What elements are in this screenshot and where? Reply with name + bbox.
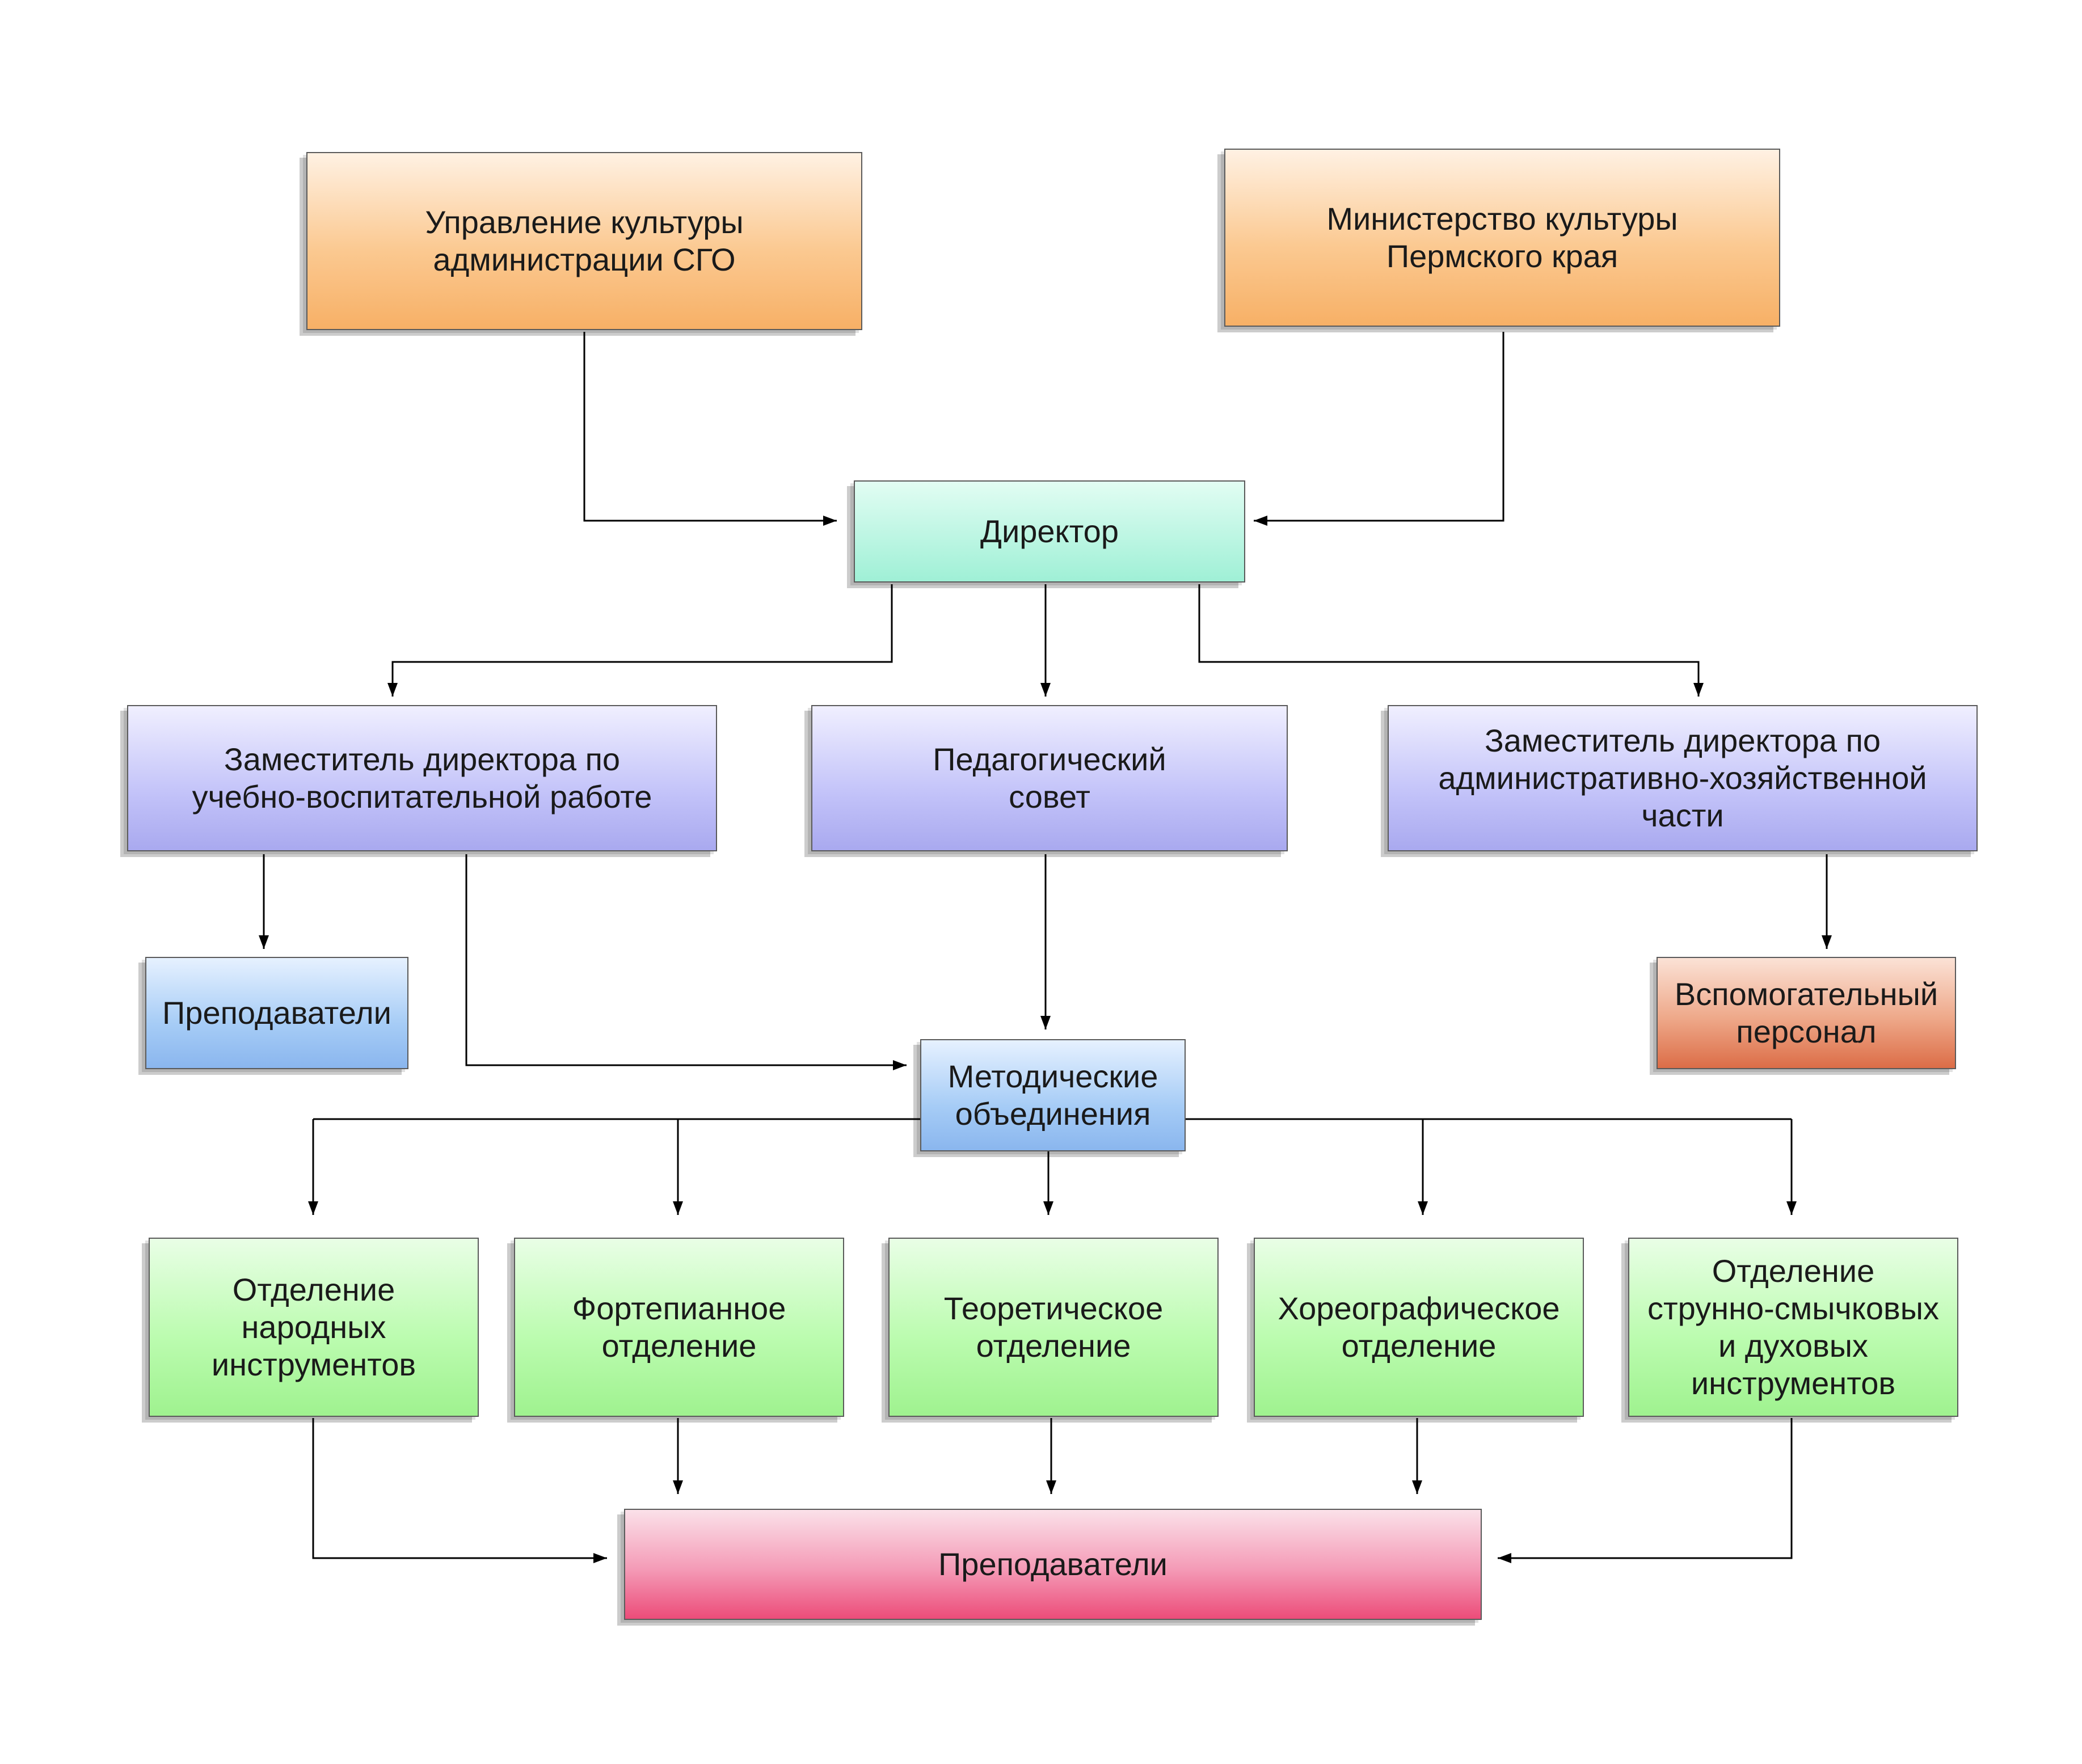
arrowhead	[1693, 683, 1704, 697]
node-zam-uvr: Заместитель директора по учебно-воспитат…	[127, 705, 717, 851]
arrowhead	[673, 1480, 683, 1494]
node-teoreticheskoe-otdelenie-label: Теоретическое отделение	[943, 1290, 1164, 1364]
node-direktor: Директор	[854, 480, 1245, 583]
node-teoreticheskoe-otdelenie: Теоретическое отделение	[888, 1238, 1219, 1417]
arrowhead	[1418, 1201, 1428, 1215]
arrowhead	[823, 516, 837, 526]
node-pedsovet-label: Педагогический совет	[933, 741, 1166, 815]
node-metodicheskie-obedineniya: Методические объединения	[920, 1039, 1186, 1151]
node-zam-ahch: Заместитель директора по административно…	[1388, 705, 1978, 851]
node-prepodavateli-top: Преподаватели	[145, 957, 408, 1069]
arrowhead	[1822, 935, 1832, 949]
arrowhead	[308, 1201, 318, 1215]
node-prepodavateli-bottom: Преподаватели	[624, 1509, 1482, 1620]
node-zam-uvr-label: Заместитель директора по учебно-воспитат…	[192, 741, 652, 815]
node-otdelenie-strunno-smychkovyh: Отделение струнно-смычковых и духовых ин…	[1628, 1238, 1958, 1417]
connector-narodnye-prepodavateli	[312, 1418, 607, 1559]
node-metodicheskie-obedineniya-label: Методические объединения	[947, 1058, 1158, 1132]
node-fortepiannoe-otdelenie-label: Фортепианное отделение	[572, 1290, 786, 1364]
node-prepodavateli-bottom-label: Преподаватели	[938, 1546, 1168, 1582]
node-zam-ahch-label: Заместитель директора по административно…	[1438, 723, 1927, 833]
arrowhead	[259, 935, 269, 949]
connector-upravlenie-direktor	[583, 332, 837, 522]
connector-direktor-zam-uvr	[391, 584, 893, 697]
arrowhead	[1040, 683, 1051, 697]
node-direktor-label: Директор	[980, 513, 1119, 549]
node-vspomogatelny-personal: Вспомогательный персонал	[1657, 957, 1956, 1069]
connector-ministerstvo-direktor	[1254, 332, 1504, 522]
node-pedsovet: Педагогический совет	[811, 705, 1288, 851]
arrowhead	[673, 1201, 683, 1215]
arrowhead	[1412, 1480, 1422, 1494]
arrowhead	[593, 1553, 607, 1563]
arrowhead	[1046, 1480, 1056, 1494]
node-upravlenie-kultury-label: Управление культуры администрации СГО	[425, 204, 744, 277]
connector-zam-uvr-metod	[465, 854, 907, 1066]
connector-direktor-zam-ahch	[1198, 584, 1700, 697]
arrowhead	[387, 683, 398, 697]
arrowhead	[893, 1060, 907, 1070]
node-prepodavateli-top-label: Преподаватели	[162, 995, 391, 1031]
node-otdelenie-narodnyh-label: Отделение народных инструментов	[211, 1272, 416, 1382]
connector-strunno-prepodavateli	[1498, 1418, 1793, 1559]
arrowhead	[1254, 516, 1267, 526]
arrowhead	[1498, 1553, 1511, 1563]
node-horeograficheskoe-otdelenie-label: Хореографическое отделение	[1278, 1290, 1560, 1364]
node-upravlenie-kultury: Управление культуры администрации СГО	[306, 152, 862, 330]
node-fortepiannoe-otdelenie: Фортепианное отделение	[514, 1238, 844, 1417]
node-ministerstvo-kultury-label: Министерство культуры Пермского края	[1326, 201, 1678, 274]
node-ministerstvo-kultury: Министерство культуры Пермского края	[1224, 149, 1780, 327]
node-vspomogatelny-personal-label: Вспомогательный персонал	[1674, 976, 1938, 1049]
node-otdelenie-strunno-smychkovyh-label: Отделение струнно-смычковых и духовых ин…	[1647, 1253, 1939, 1401]
arrowhead	[1040, 1016, 1051, 1029]
node-otdelenie-narodnyh: Отделение народных инструментов	[149, 1238, 479, 1417]
node-horeograficheskoe-otdelenie: Хореографическое отделение	[1254, 1238, 1584, 1417]
arrowhead	[1786, 1201, 1797, 1215]
arrowhead	[1043, 1201, 1053, 1215]
